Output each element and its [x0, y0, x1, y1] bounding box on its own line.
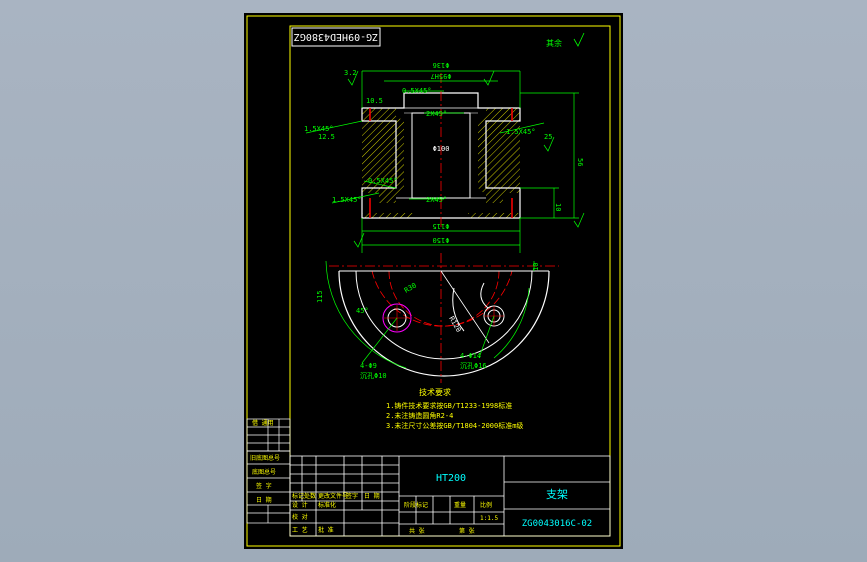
- tb-design: 设 计: [292, 501, 308, 509]
- dim-bore-mid: Φ100: [433, 145, 450, 153]
- tb-process: 工 艺: [292, 526, 308, 534]
- tb-sheet-no: 第 张: [459, 527, 475, 535]
- code-top-text: ZG-09HED4380GZ: [294, 31, 378, 42]
- dim-chamfer-bottom-inner: 2X45°: [426, 196, 447, 204]
- inner-frame: [289, 25, 611, 537]
- tb-weight: 重量: [454, 501, 466, 509]
- technical-requirements: 技术要求 1.铸件技术要求按GB/T1233-1998标准 2.未注铸造圆角R2…: [386, 387, 523, 430]
- tb-stage-mark: 阶段标记: [404, 501, 428, 509]
- code-box: [291, 27, 381, 47]
- tb-approve: 批 准: [318, 526, 334, 534]
- tb-check: 校 对: [292, 513, 308, 521]
- dim-plan-dist: 115: [316, 290, 324, 303]
- dim-flange-height: 10.5: [366, 97, 383, 105]
- tb-scale: 1:1.5: [480, 515, 498, 522]
- roughness-3: 25: [544, 133, 552, 141]
- dim-top-width: Φ136: [433, 61, 450, 69]
- dim-hole-right: 4-Φ14: [460, 352, 481, 360]
- dim-plan-radius: R30: [403, 281, 418, 294]
- tb-ratio: 比例: [480, 501, 492, 509]
- tb-change-no: 更改文件号: [318, 492, 348, 500]
- dim-chamfer-top: 0.5X45°: [402, 87, 432, 95]
- left-record-strip: [246, 418, 291, 524]
- tb-material: HT200: [436, 473, 466, 484]
- tb-mark: 标记: [292, 492, 304, 500]
- dim-chamfer-small: 0.5X45°: [368, 177, 398, 185]
- title-block-grid: [289, 455, 611, 537]
- plan-view: [329, 253, 559, 383]
- dim-chamfer-right: 1.5X45°: [506, 128, 536, 136]
- dim-arc-label: R120: [447, 315, 462, 334]
- outer-border: [246, 15, 621, 547]
- dim-hole-right-cb: 沉孔Φ16: [460, 362, 487, 370]
- tb-signature: 签字: [346, 492, 358, 500]
- tb-standard: 标准化: [318, 501, 336, 509]
- strip-base-no: 底图总号: [252, 468, 276, 476]
- plan-dimensions: [325, 260, 535, 369]
- dim-chamfer-left: 1.5X45°: [304, 125, 334, 133]
- roughness-symbol-icon: [573, 32, 585, 47]
- front-dimensions: [305, 70, 579, 253]
- tb-sheet-total: 共 张: [409, 527, 425, 535]
- strip-record-use: 借 通用: [252, 419, 274, 427]
- dim-bottom-height: 10: [554, 203, 562, 211]
- dim-bottom-outer: Φ150: [433, 236, 450, 244]
- tech-req-1: 1.铸件技术要求按GB/T1233-1998标准: [386, 401, 512, 410]
- strip-old-base: 旧底图总号: [250, 454, 280, 462]
- roughness-general: 其余: [546, 38, 562, 48]
- dim-right-small: 10: [532, 263, 540, 271]
- dim-inner-diameter: Φ95H7: [430, 72, 451, 80]
- drawing-sheet: ZG-09HED4380GZ 其余: [244, 13, 623, 549]
- strip-date: 日 期: [256, 496, 272, 504]
- front-section-view: [361, 73, 521, 228]
- roughness-symbols: [347, 70, 585, 248]
- dim-hole-left-cb: 沉孔Φ10: [360, 372, 387, 380]
- engineering-drawing: ZG-09HED4380GZ 其余: [246, 15, 621, 547]
- tb-count: 处数: [304, 492, 316, 500]
- dim-plan-angle: 45°: [356, 307, 369, 315]
- dim-hole-left: 4-Φ9: [360, 362, 377, 370]
- roughness-1: 3.2: [344, 69, 357, 77]
- tech-req-2: 2.未注铸造圆角R2-4: [386, 411, 453, 420]
- dim-total-height: 56: [576, 158, 584, 166]
- dim-chamfer-bottom-left: 1.5X45°: [332, 196, 362, 204]
- dim-chamfer-inner: 2X45°: [426, 110, 447, 118]
- dim-bottom-inner: Φ115: [433, 222, 450, 230]
- roughness-2: 12.5: [318, 133, 335, 141]
- tech-req-title: 技术要求: [419, 387, 451, 397]
- tech-req-3: 3.未注尺寸公差按GB/T1804-2000标准m级: [386, 421, 523, 430]
- tb-date: 日 期: [364, 492, 380, 500]
- tb-drawing-code: ZG0043016C-02: [522, 519, 592, 529]
- strip-sign: 签 字: [256, 482, 272, 490]
- tb-part-name: 支架: [546, 488, 568, 501]
